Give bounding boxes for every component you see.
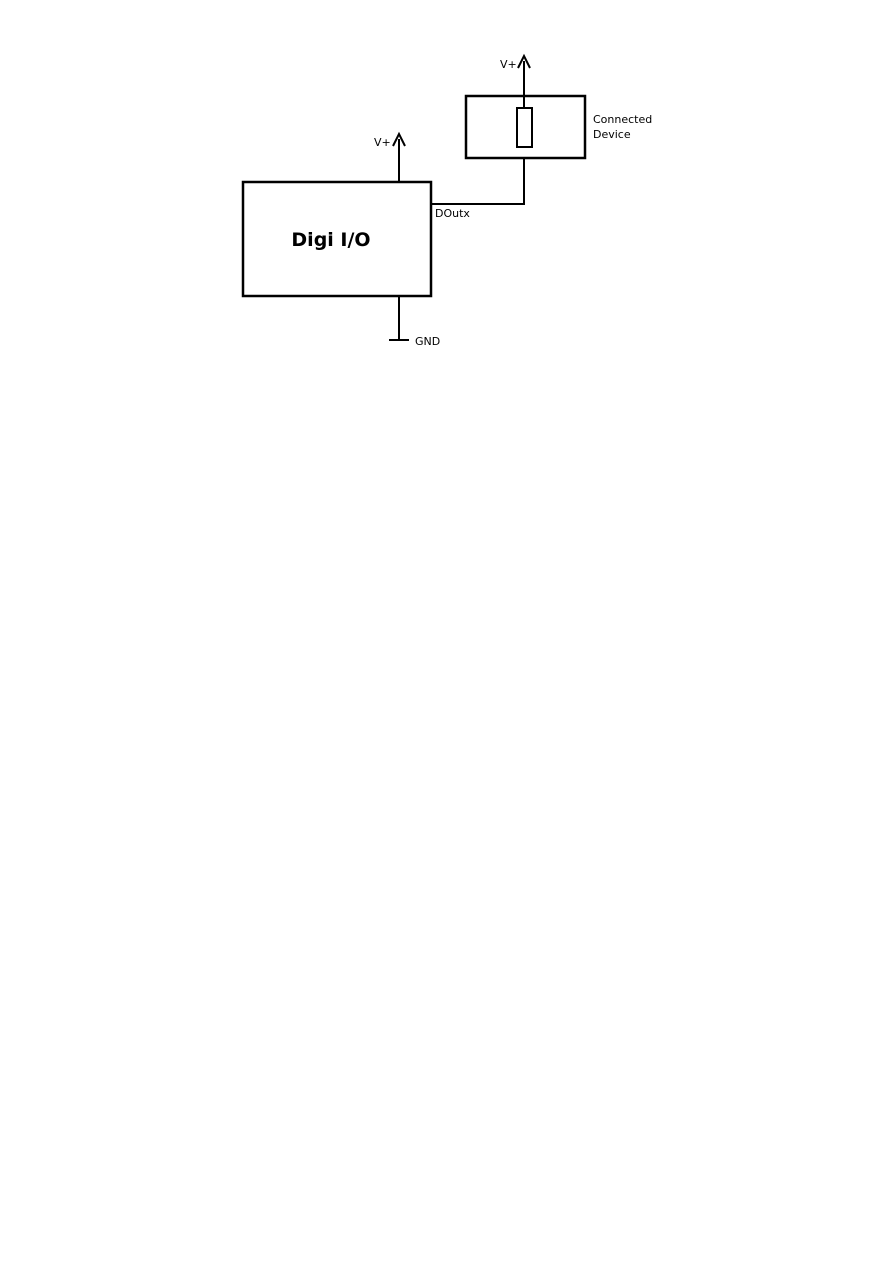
digi-io-block <box>241 180 433 298</box>
connected-device-label-line1: Connected <box>593 113 652 126</box>
ground-label: GND <box>415 335 440 348</box>
digi-io-label: Digi I/O <box>291 229 370 251</box>
main-supply-arrow-icon <box>392 131 406 147</box>
main-supply-label: V+ <box>374 136 391 149</box>
connected-device-label-line2: Device <box>593 128 631 141</box>
device-supply-arrow-icon <box>517 53 531 69</box>
output-wire <box>431 147 525 205</box>
device-supply-label: V+ <box>500 58 517 71</box>
output-pin-label: DOutx <box>435 207 470 220</box>
connected-device-block <box>464 94 587 160</box>
